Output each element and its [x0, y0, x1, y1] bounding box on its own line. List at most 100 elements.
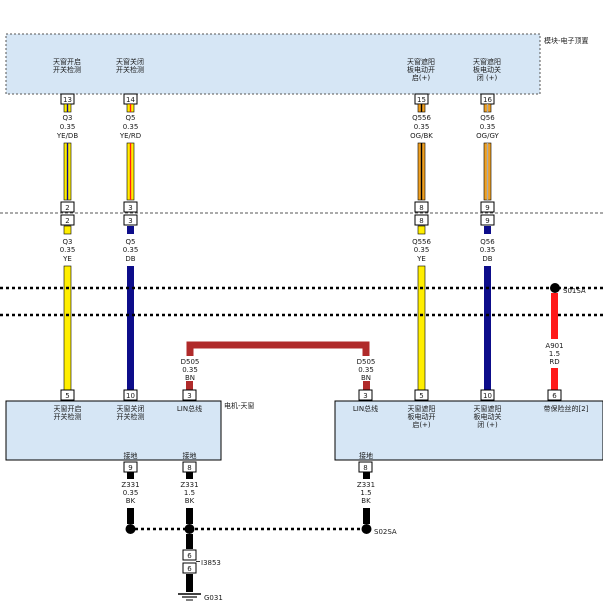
connector-pins: 2 2 3 3 8 8 9 9: [60, 201, 495, 226]
svg-text:天窗遮阳: 天窗遮阳: [407, 57, 435, 66]
top-pin-16: 16: [483, 96, 492, 104]
svg-text:A901: A901: [545, 342, 563, 350]
right-motor-box: [334, 400, 603, 461]
svg-text:板电动关: 板电动关: [474, 412, 502, 421]
svg-text:BN: BN: [185, 374, 195, 382]
left-pin-10: 10: [126, 392, 135, 400]
svg-text:LIN总线: LIN总线: [177, 404, 202, 413]
svg-text:2: 2: [65, 217, 69, 225]
svg-text:Q556: Q556: [412, 114, 431, 122]
fuse-wire: S01SA A901 1.5 RD: [545, 283, 586, 390]
wire-q3-upper: [63, 103, 72, 201]
svg-text:天窗遮阳: 天窗遮阳: [474, 404, 502, 413]
svg-text:天窗关闭: 天窗关闭: [117, 404, 145, 413]
svg-text:LIN总线: LIN总线: [353, 404, 378, 413]
svg-text:2: 2: [65, 204, 69, 212]
svg-text:Q3: Q3: [63, 114, 73, 122]
svg-text:8: 8: [419, 204, 423, 212]
svg-text:天窗遮阳: 天窗遮阳: [473, 57, 501, 66]
ground-connector-upper: 6: [187, 552, 192, 560]
top-pin-label-2: 天窗关闭 开关检测: [116, 57, 144, 74]
svg-text:Q556: Q556: [412, 238, 431, 246]
top-pin-label-1: 天窗开启 开关检测: [53, 57, 81, 74]
svg-text:带保险丝的[2]: 带保险丝的[2]: [544, 404, 589, 413]
svg-text:0.35: 0.35: [182, 366, 198, 374]
svg-text:启(+): 启(+): [412, 73, 431, 82]
svg-text:天窗开启: 天窗开启: [54, 404, 82, 413]
svg-text:0.35: 0.35: [358, 366, 374, 374]
left-ground-pin-8: 8: [187, 464, 191, 472]
svg-text:Z331: Z331: [357, 481, 375, 489]
top-pin-label-4: 天窗遮阳 板电动关 闭 (+): [473, 57, 501, 82]
left-motor-module: 电机-天窗 5 10 3 天窗开启 开关检测 天窗关闭 开关检测 LIN总线 接…: [5, 389, 255, 473]
svg-text:Q56: Q56: [480, 114, 495, 122]
svg-text:Z331: Z331: [121, 481, 139, 489]
left-motor-title: 电机-天窗: [224, 401, 255, 410]
svg-text:YE: YE: [416, 255, 426, 263]
svg-text:接地: 接地: [359, 451, 373, 460]
top-pin-14: 14: [126, 96, 135, 104]
left-motor-box: [5, 400, 222, 461]
wire-label-q556-top: Q556 0.35 OG/BK: [410, 114, 433, 140]
wire-q56-upper: [483, 103, 492, 201]
svg-text:开关检测: 开关检测: [53, 65, 81, 74]
svg-text:天窗关闭: 天窗关闭: [116, 57, 144, 66]
svg-text:OG/BK: OG/BK: [410, 132, 433, 140]
wire-q5-upper: [126, 103, 135, 201]
svg-text:板电动关: 板电动关: [473, 65, 501, 74]
svg-text:闭 (+): 闭 (+): [477, 421, 498, 429]
svg-text:9: 9: [485, 217, 489, 225]
svg-text:D505: D505: [181, 358, 200, 366]
splice-s01sa: [550, 283, 560, 293]
svg-text:开关检测: 开关检测: [54, 412, 82, 421]
left-ground-pin-9: 9: [128, 464, 132, 472]
top-module-box: [5, 33, 541, 95]
top-module-title: 模块-电子顶置: [544, 36, 589, 45]
svg-text:Q56: Q56: [480, 238, 495, 246]
wire-label-q556-bottom: Q556 0.35 YE: [412, 238, 431, 263]
svg-text:YE/DB: YE/DB: [56, 132, 78, 140]
top-pin-15: 15: [417, 96, 426, 104]
svg-text:3: 3: [128, 204, 132, 212]
ground-wires: Z331 0.35 BK Z331 1.5 BK Z331 1.5 BK S02…: [121, 472, 397, 602]
svg-text:D505: D505: [357, 358, 376, 366]
svg-text:开关检测: 开关检测: [117, 412, 145, 421]
svg-text:OG/GY: OG/GY: [476, 132, 499, 140]
svg-text:0.35: 0.35: [480, 246, 496, 254]
splice-s02sa-label: S02SA: [374, 528, 397, 536]
svg-text:0.35: 0.35: [480, 123, 496, 131]
top-pin-label-3: 天窗遮阳 板电动开 启(+): [407, 57, 435, 82]
svg-text:板电动开: 板电动开: [408, 412, 436, 421]
lin-bus: D505 0.35 BN D505 0.35 BN: [176, 341, 380, 390]
right-pin-3: 3: [363, 392, 367, 400]
splice-left-ground: [125, 524, 136, 534]
right-motor-module: 3 5 10 6 LIN总线 天窗遮阳 板电动开 启(+) 天窗遮阳 板电动关 …: [334, 389, 603, 473]
svg-text:0.35: 0.35: [60, 123, 76, 131]
svg-text:9: 9: [485, 204, 489, 212]
svg-text:开关检测: 开关检测: [116, 65, 144, 74]
svg-text:0.35: 0.35: [123, 489, 139, 497]
svg-text:RD: RD: [549, 358, 559, 366]
svg-text:板电动开: 板电动开: [407, 65, 435, 74]
svg-text:DB: DB: [482, 255, 492, 263]
ground-point-label: G031: [204, 594, 223, 602]
left-pin-3: 3: [187, 392, 191, 400]
svg-text:Z331: Z331: [180, 481, 198, 489]
wire-label-q56-bottom: Q56 0.35 DB: [480, 238, 496, 263]
splice-s02sa: [361, 524, 372, 534]
splice-s01sa-label: S01SA: [563, 287, 586, 295]
svg-text:接地: 接地: [124, 451, 138, 460]
right-pin-6: 6: [552, 392, 557, 400]
wire-label-q3-bottom: Q3 0.35 YE: [60, 238, 76, 263]
right-pin-5: 5: [419, 392, 423, 400]
wire-q5-lower: [127, 226, 134, 390]
right-pin-10: 10: [483, 392, 492, 400]
svg-text:接地: 接地: [183, 451, 197, 460]
svg-text:0.35: 0.35: [123, 123, 139, 131]
right-ground-pin-8: 8: [363, 464, 367, 472]
svg-text:8: 8: [419, 217, 423, 225]
svg-text:YE: YE: [62, 255, 72, 263]
svg-text:天窗开启: 天窗开启: [53, 57, 81, 66]
wire-label-q5-bottom: Q5 0.35 DB: [123, 238, 139, 263]
svg-text:1.5: 1.5: [549, 350, 560, 358]
